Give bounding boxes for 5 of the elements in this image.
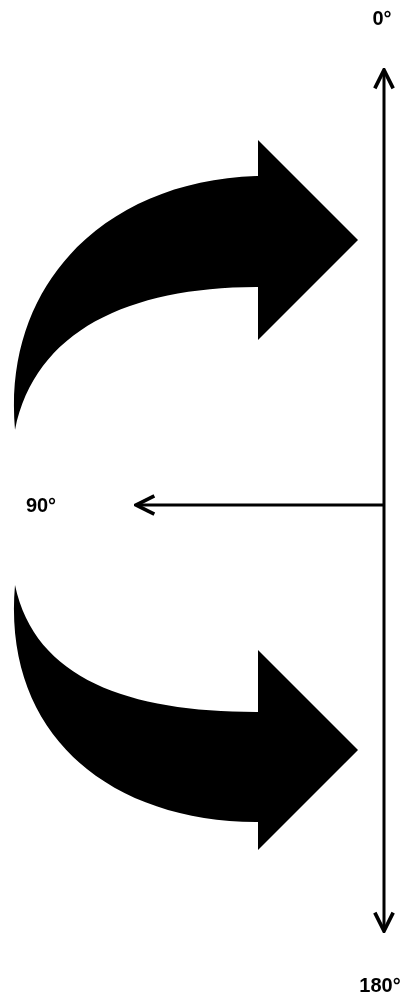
angle-label: 0°: [371, 6, 393, 30]
arrow: [134, 494, 384, 516]
angle-label: 180°: [358, 973, 402, 997]
angle-label: 90°: [24, 493, 58, 517]
arrow: [373, 68, 395, 933]
